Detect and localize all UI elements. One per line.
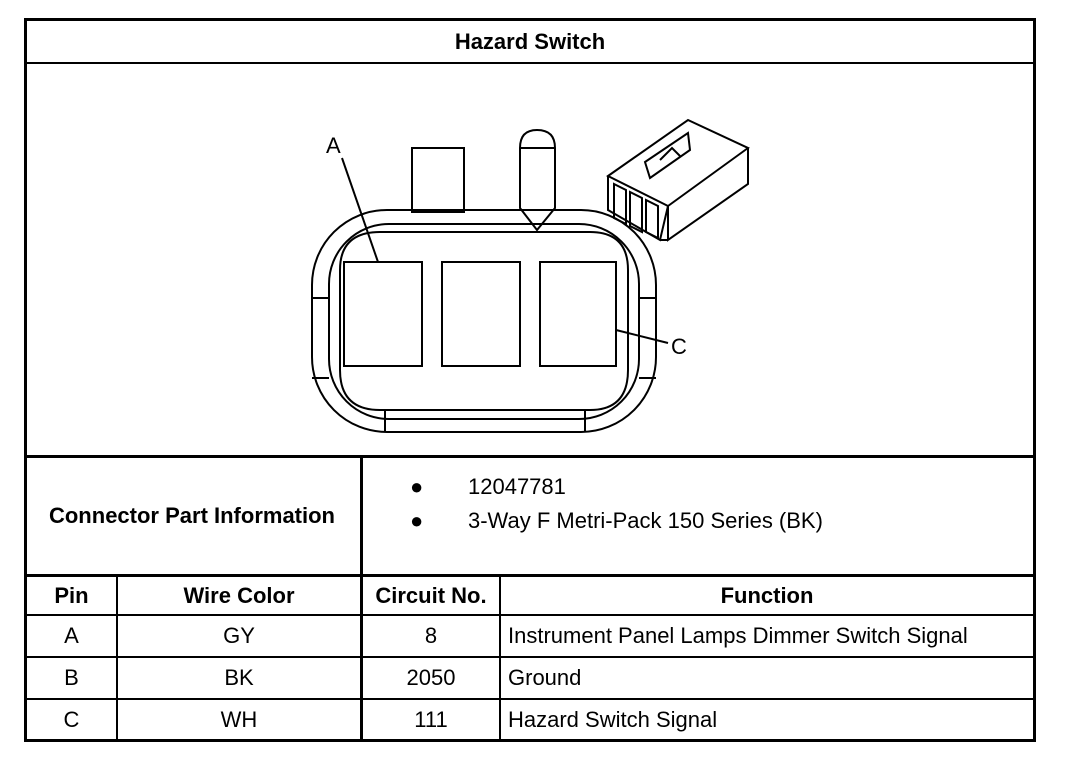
bullet-icon: ● [410,474,424,499]
connector-lock-tab [411,147,465,213]
circuit-column-divider [499,574,501,740]
info-column-divider [360,455,363,740]
page-title: Hazard Switch [24,21,1036,62]
terminal-cavity-b [441,261,521,367]
connector-cavity-outline [339,231,629,411]
connector-info-label-cell: Connector Part Information [24,458,360,574]
list-item: ● 3-Way F Metri-Pack 150 Series (BK) [410,504,823,538]
table-row-b-wire-color: BK [224,665,254,690]
connector-description: 3-Way F Metri-Pack 150 Series (BK) [468,508,823,533]
header-pin: Pin [54,582,89,608]
connector-left-tab [312,297,329,379]
hazard-switch-table-frame [24,18,1036,742]
diagram-divider [24,455,1036,458]
table-row-c-wire-color: WH [220,706,258,732]
label-a: A [326,133,341,158]
table-row-a-pin: A [64,623,79,648]
table-row-c-function: Hazard Switch Signal [508,706,718,732]
leader-line-a [341,157,379,263]
table-row-b-circuit: 2050 [406,665,456,690]
table-row-b-function: Ground [508,665,582,690]
isometric-connector-icon [606,118,750,242]
header-wire-color: Wire Color [183,582,295,608]
pin-column-divider [116,574,118,740]
connector-key [519,128,556,232]
page-title-text: Hazard Switch [454,28,606,54]
table-row-a-circuit: 8 [424,623,438,648]
row-a-divider [24,656,1036,658]
table-row-a-function: Instrument Panel Lamps Dimmer Switch Sig… [508,623,968,648]
connector-housing-inner [328,223,640,420]
connector-housing-outer [311,209,657,433]
terminal-cavity-a [343,261,423,367]
table-row-c-pin: C [63,706,80,732]
table-row-b-pin: B [64,665,79,690]
terminal-cavity-c [539,261,617,367]
info-divider [24,574,1036,577]
header-circuit-no: Circuit No. [375,582,487,608]
part-number: 12047781 [468,474,566,499]
table-row-a-wire-color: GY [223,623,255,648]
table-row-c-circuit: 111 [414,706,448,732]
connector-bottom-notch [384,410,586,432]
connector-info-list: ● 12047781 ● 3-Way F Metri-Pack 150 Seri… [410,470,823,538]
connector-info-label: Connector Part Information [48,503,335,528]
header-divider [24,614,1036,616]
list-item: ● 12047781 [410,470,823,504]
header-function: Function [720,582,814,608]
title-divider [24,62,1036,64]
row-b-divider [24,698,1036,700]
connector-right-tab [639,297,656,379]
bullet-icon: ● [410,508,424,533]
label-c: C [671,334,687,359]
leader-line-c [615,329,669,344]
